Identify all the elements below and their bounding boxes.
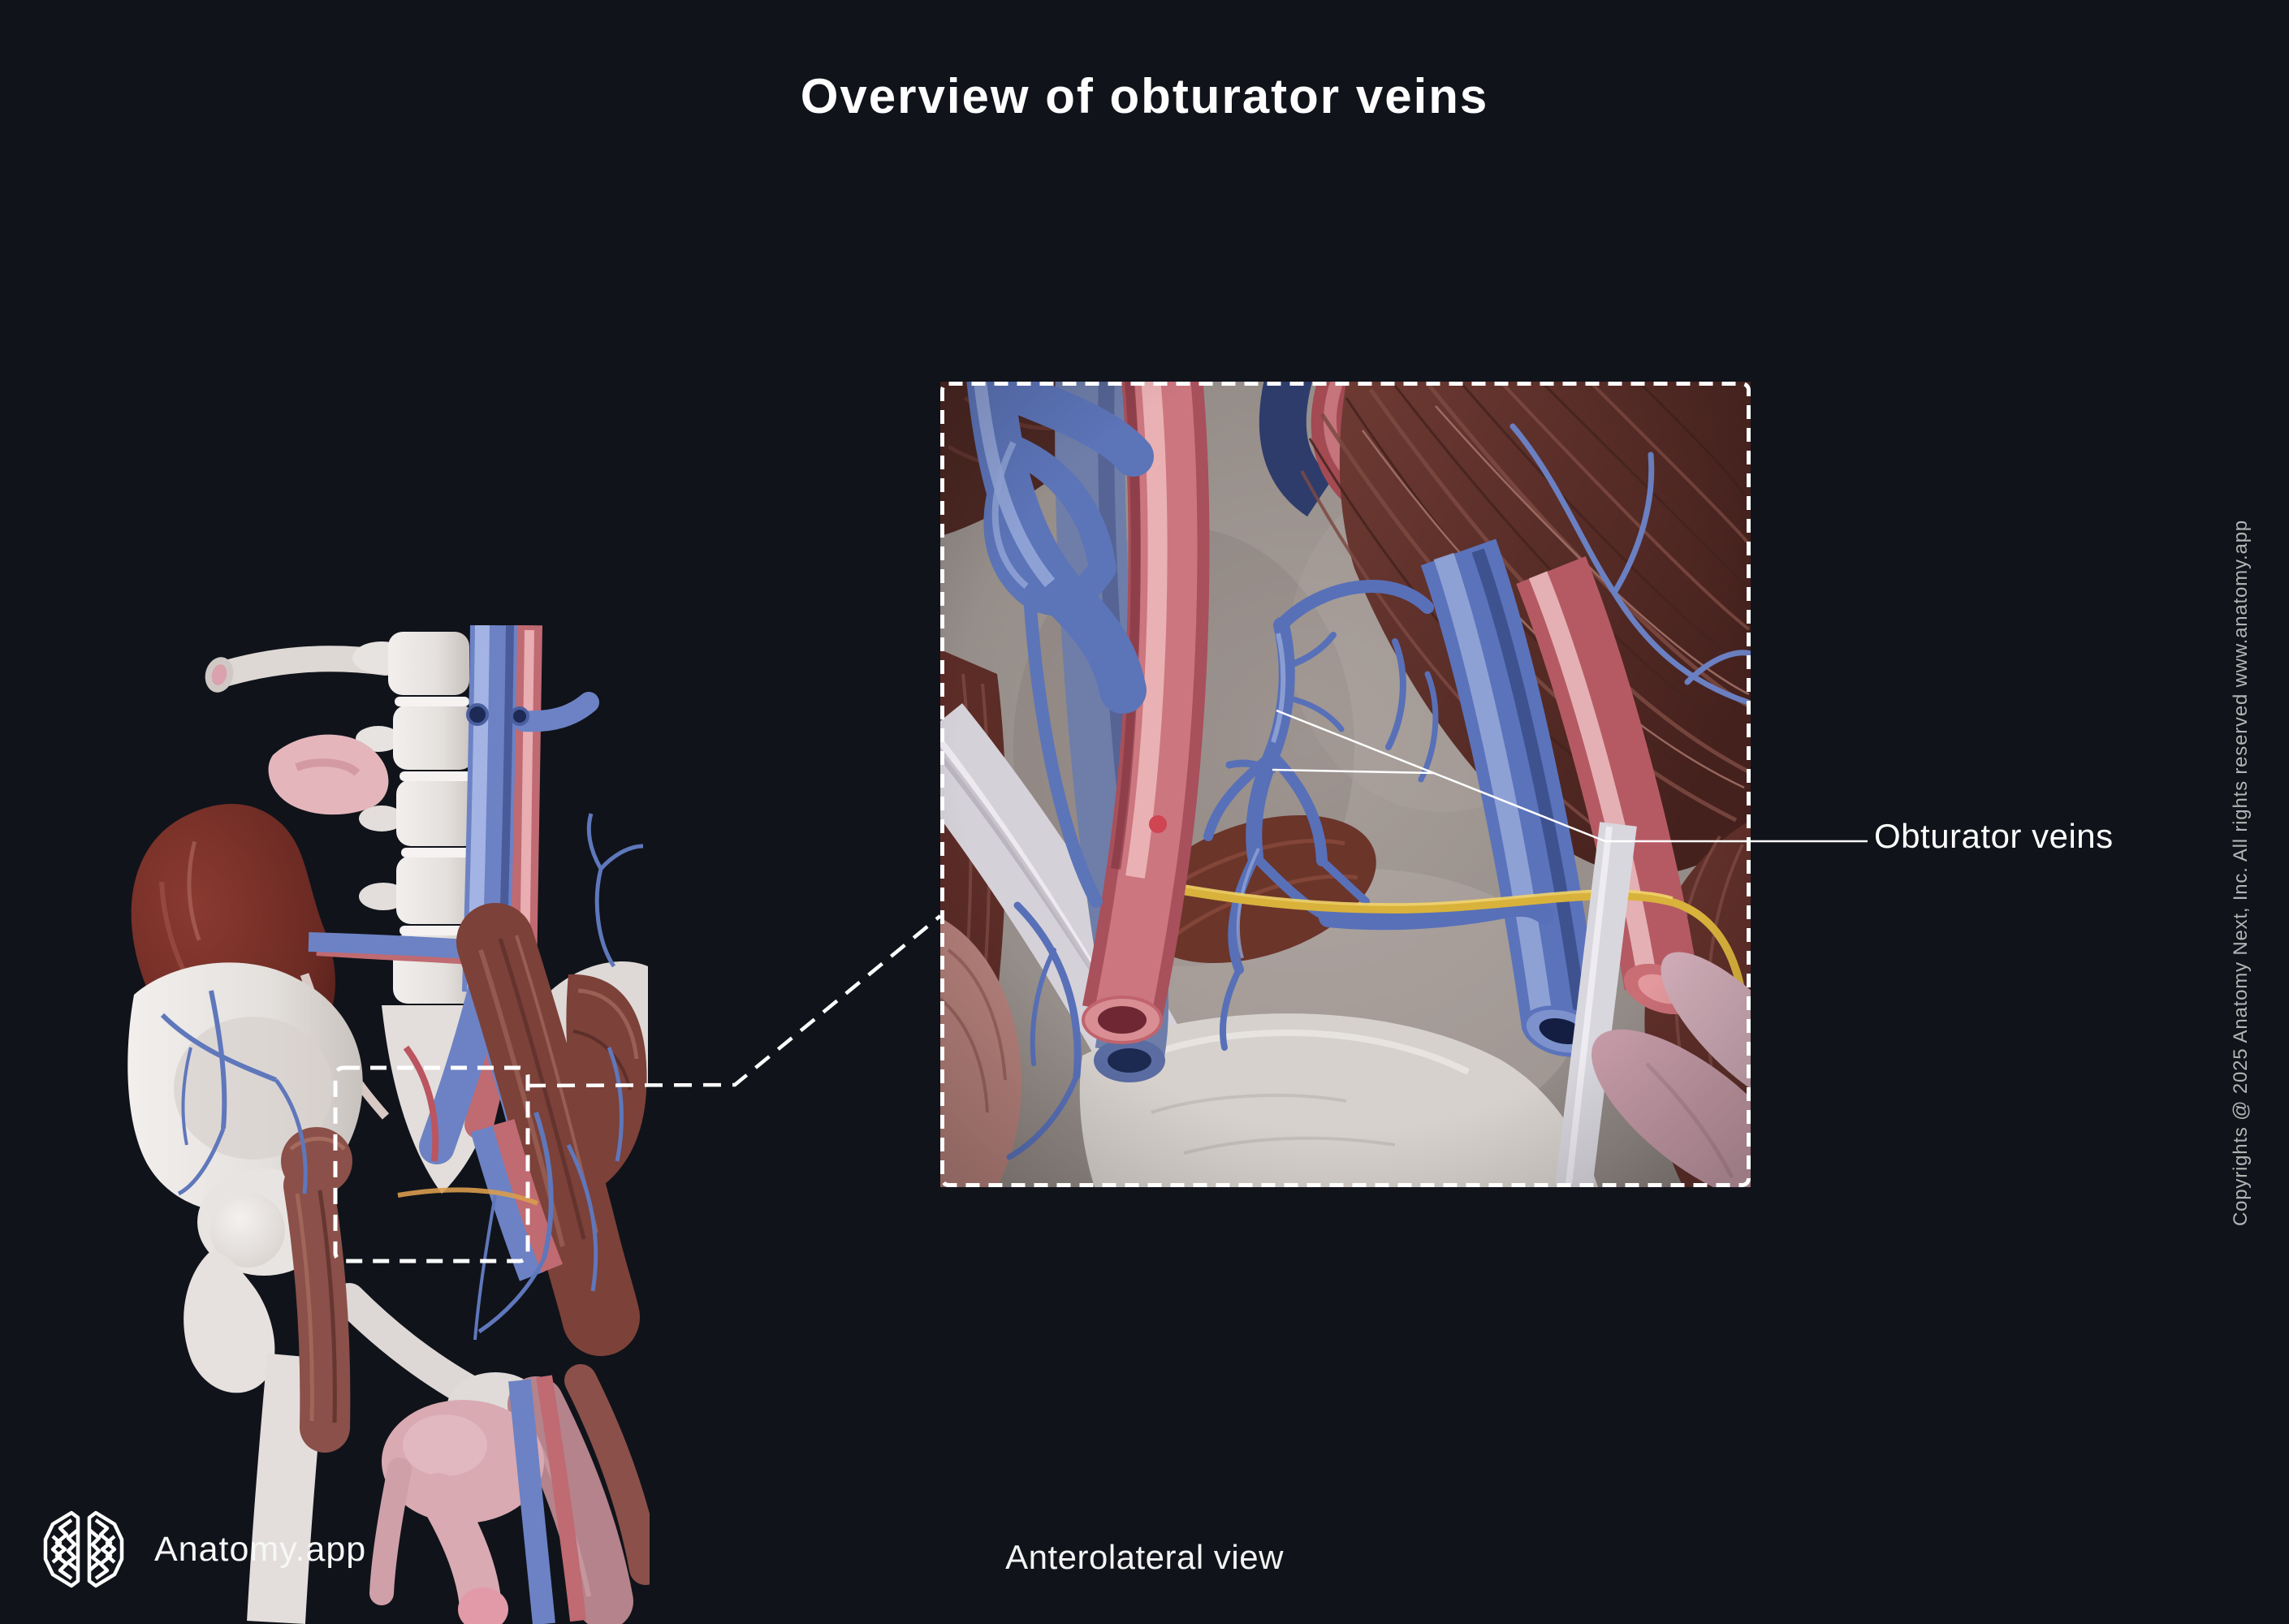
inset-figure: [940, 382, 1751, 1187]
annotation-obturator-veins: Obturator veins: [1874, 817, 2114, 855]
inset-graphic: [940, 382, 1751, 1187]
inset-dashed-border: [940, 382, 1751, 1187]
anatomy-model-figure: [114, 625, 650, 1624]
brain-right-half: [87, 1510, 124, 1588]
copyright-text: Copyrights @ 2025 Anatomy Next, Inc. All…: [2230, 520, 2252, 1226]
view-label: Anterolateral view: [1005, 1538, 1284, 1576]
brand-name: Anatomy.app: [154, 1529, 367, 1569]
brain-left-half: [43, 1510, 80, 1588]
brand-lockup: Anatomy.app: [41, 1509, 366, 1590]
anatomy-app-brain-logo-icon: [41, 1509, 127, 1590]
page-title: Overview of obturator veins: [800, 69, 1489, 124]
anatomy-model-graphic: [127, 625, 650, 1624]
